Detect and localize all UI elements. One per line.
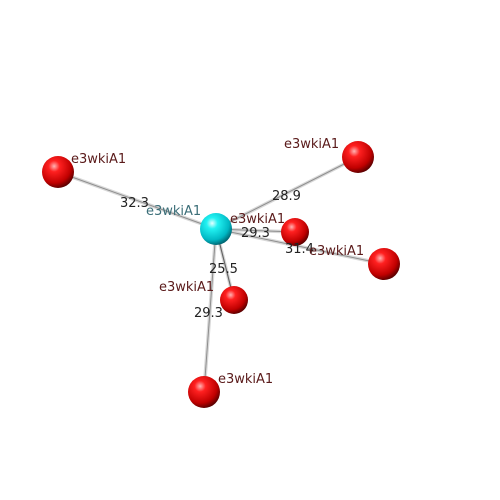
edge-labels: 32.3 28.9 29.3 31.4 25.5 29.3 <box>120 189 314 321</box>
edge-n2 <box>215 155 359 231</box>
edge-label-n3: 29.3 <box>241 226 270 241</box>
edge-n6 <box>202 228 218 393</box>
node-n5[interactable] <box>220 286 248 314</box>
node-n3[interactable] <box>281 218 309 246</box>
edge-n4 <box>215 227 385 266</box>
node-label-n4: e3wkiA1 <box>309 244 364 259</box>
node-label-n6: e3wkiA1 <box>218 372 273 387</box>
node-label-n3: e3wkiA1 <box>230 212 285 227</box>
node-label-n1: e3wkiA1 <box>71 152 126 167</box>
edge-label-n5: 25.5 <box>209 262 238 277</box>
node-label-n5: e3wkiA1 <box>159 280 214 295</box>
edge-label-n1: 32.3 <box>120 196 149 211</box>
node-labels: e3wkiA1 e3wkiA1 e3wkiA1 e3wkiA1 e3wkiA1 … <box>71 137 364 387</box>
node-center[interactable] <box>200 213 232 245</box>
edge-label-n4: 31.4 <box>285 242 314 257</box>
edge-label-n2: 28.9 <box>272 189 301 204</box>
node-n6[interactable] <box>188 376 220 408</box>
node-label-n2: e3wkiA1 <box>284 137 339 152</box>
nodes <box>42 141 400 408</box>
node-n4[interactable] <box>368 248 400 280</box>
node-n1[interactable] <box>42 156 74 188</box>
edge-n1 <box>57 170 217 231</box>
edge-label-n6: 29.3 <box>194 306 223 321</box>
node-label-center: e3wkiA1 <box>146 204 201 219</box>
node-n2[interactable] <box>342 141 374 173</box>
